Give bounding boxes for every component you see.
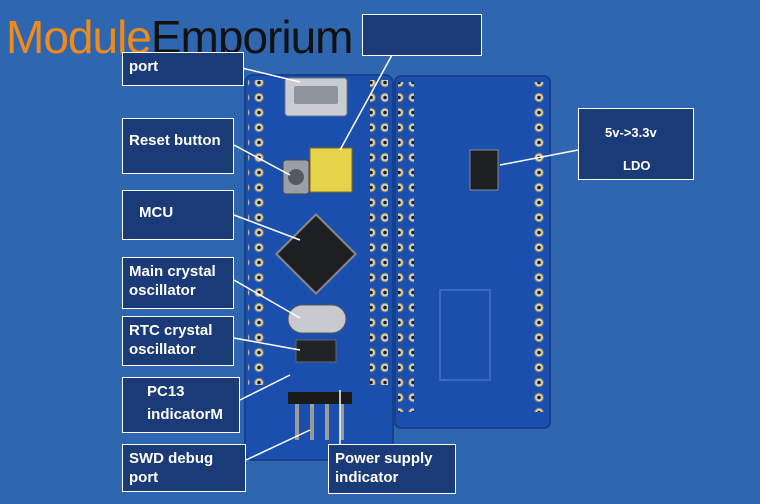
callout-power: Power supply indicator bbox=[328, 444, 456, 494]
callout-pc13-text-1: PC13 bbox=[147, 383, 185, 400]
callout-ldo-text-2: LDO bbox=[623, 158, 651, 173]
callout-reset: Reset button bbox=[122, 118, 234, 174]
callout-pc13: PC13 indicatorM bbox=[122, 377, 240, 433]
callout-top-right bbox=[362, 14, 482, 56]
callout-swd-text-2: port bbox=[129, 469, 159, 486]
callout-pc13-text-2: indicatorM bbox=[147, 406, 223, 423]
callout-power-text-2: indicator bbox=[335, 469, 399, 486]
callout-ldo-text-1: 5v->3.3v bbox=[605, 125, 657, 140]
back-pcb bbox=[394, 75, 551, 429]
callout-main-crystal: Main crystal oscillator bbox=[122, 257, 234, 309]
callout-main-crystal-text-2: oscillator bbox=[129, 282, 196, 299]
callout-usb-text: port bbox=[129, 58, 159, 75]
callout-mcu-text: MCU bbox=[139, 204, 174, 221]
callout-ldo: 5v->3.3v LDO bbox=[578, 108, 694, 180]
callout-power-text-1: Power supply bbox=[335, 450, 433, 467]
callout-reset-text: Reset button bbox=[129, 132, 221, 149]
callout-swd-text-1: SWD debug bbox=[129, 450, 214, 467]
callout-usb-port: port bbox=[122, 52, 244, 86]
callout-rtc-crystal: RTC crystal oscillator bbox=[122, 316, 234, 366]
callout-rtc-crystal-text-1: RTC crystal bbox=[129, 322, 213, 339]
callout-mcu: MCU bbox=[122, 190, 234, 240]
callout-main-crystal-text-1: Main crystal bbox=[129, 263, 216, 280]
callout-rtc-crystal-text-2: oscillator bbox=[129, 341, 196, 358]
callout-swd: SWD debug port bbox=[122, 444, 246, 492]
front-pcb bbox=[244, 74, 394, 461]
